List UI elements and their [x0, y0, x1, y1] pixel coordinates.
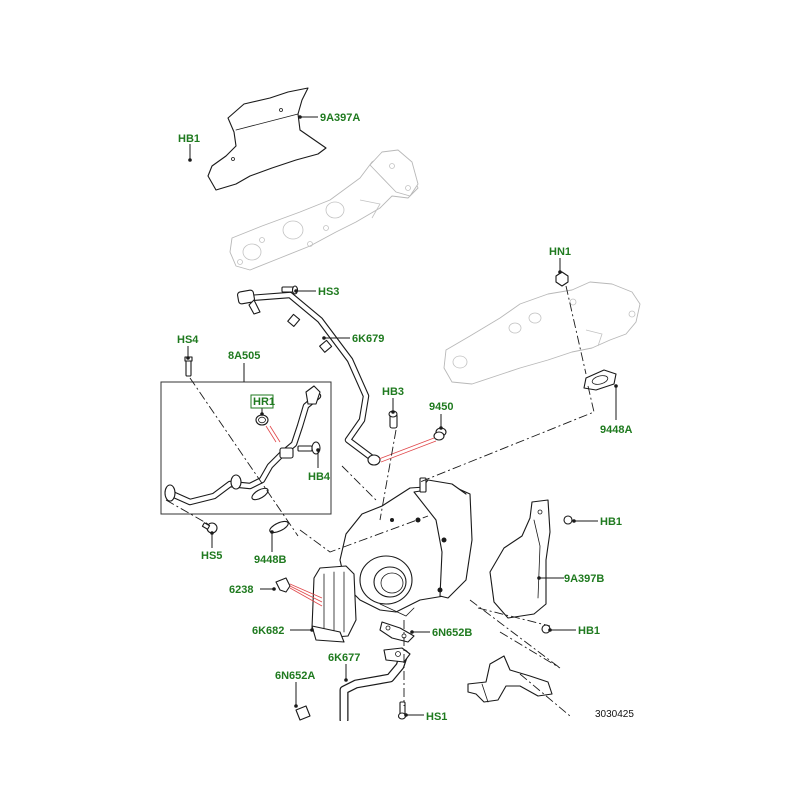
- reference-number: 3030425: [595, 709, 634, 720]
- label-hn1[interactable]: HN1: [549, 246, 571, 258]
- clip-6238[interactable]: [275, 577, 291, 593]
- label-9448a[interactable]: 9448A: [600, 424, 632, 436]
- exhaust-manifold-left-ghost: [229, 149, 419, 271]
- bolt-hb3[interactable]: [388, 410, 398, 429]
- coolant-pipe-assembly[interactable]: [164, 385, 322, 506]
- label-6238[interactable]: 6238: [229, 584, 253, 596]
- label-6n652b[interactable]: 6N652B: [432, 627, 472, 639]
- label-8a505[interactable]: 8A505: [228, 350, 260, 362]
- label-hb1-upper[interactable]: HB1: [178, 133, 200, 145]
- nut-hn1[interactable]: [555, 271, 569, 287]
- label-hr1[interactable]: HR1: [253, 396, 275, 408]
- stud-hs1[interactable]: [397, 701, 407, 720]
- bracket-lower-right[interactable]: [467, 655, 553, 703]
- stud-hs5[interactable]: [201, 522, 218, 534]
- label-hs3[interactable]: HS3: [318, 286, 339, 298]
- assembly-centerlines: [165, 285, 595, 717]
- label-6n652a[interactable]: 6N652A: [275, 670, 315, 682]
- label-hr1-box: [250, 394, 274, 409]
- bolt-hb4[interactable]: [297, 441, 321, 455]
- label-9a397a[interactable]: 9A397A: [320, 112, 360, 124]
- exhaust-manifold-right-ghost: [443, 281, 641, 385]
- gasket-6n652a[interactable]: [295, 705, 311, 721]
- label-hb1-right-lower[interactable]: HB1: [578, 625, 600, 637]
- bottom-crop: [0, 721, 800, 800]
- label-6k677[interactable]: 6K677: [328, 652, 360, 664]
- label-hs4[interactable]: HS4: [177, 334, 199, 346]
- bolt-hb1-right-upper[interactable]: [563, 515, 573, 525]
- o-ring-hr1[interactable]: [255, 414, 269, 426]
- heat-shield-upper[interactable]: [207, 87, 327, 191]
- turbocharger[interactable]: [339, 477, 473, 617]
- label-6k682[interactable]: 6K682: [252, 625, 284, 637]
- label-hs1[interactable]: HS1: [426, 711, 447, 723]
- label-hb1-right-upper[interactable]: HB1: [600, 516, 622, 528]
- oil-feed-pipe[interactable]: [237, 289, 381, 466]
- gasket-9448b[interactable]: [268, 519, 290, 535]
- washer-9450[interactable]: [433, 427, 447, 441]
- label-hb3[interactable]: HB3: [382, 386, 404, 398]
- actuator-6k682[interactable]: [311, 565, 357, 643]
- heat-shield-lower[interactable]: [489, 499, 551, 619]
- stud-hs4[interactable]: [184, 356, 193, 377]
- gasket-9448a[interactable]: [583, 369, 617, 391]
- label-hs5[interactable]: HS5: [201, 550, 222, 562]
- label-9a397b[interactable]: 9A397B: [564, 573, 604, 585]
- gasket-6n652b[interactable]: [379, 621, 415, 643]
- label-6k679[interactable]: 6K679: [352, 333, 384, 345]
- label-9448b[interactable]: 9448B: [254, 554, 286, 566]
- leader-lines: [186, 115, 618, 717]
- pipe-kit-box: [160, 381, 332, 515]
- oil-return-pipe[interactable]: [339, 647, 411, 725]
- label-9450[interactable]: 9450: [429, 401, 453, 413]
- label-hb4[interactable]: HB4: [308, 471, 331, 483]
